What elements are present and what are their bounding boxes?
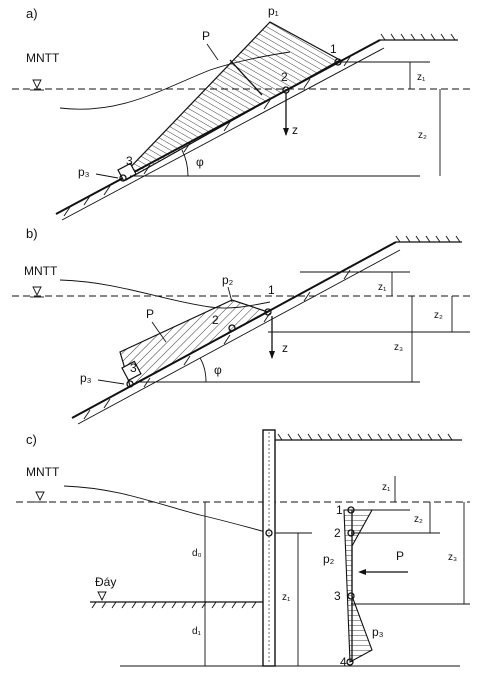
panel-c-z1-wall: z₁ [282, 592, 291, 603]
panel-b-z3: z₃ [394, 342, 403, 353]
panel-a-pressure-ridge [229, 59, 263, 96]
panel-c-bottom-label: Đáy [95, 575, 116, 589]
panel-c-z3: z₃ [448, 552, 457, 563]
panel-b-slope-hatch [83, 269, 351, 420]
panel-a-point-1-label: 1 [330, 42, 337, 56]
panel-c-p-mid: p₂ [323, 552, 335, 566]
panel-a-P: P [202, 29, 210, 43]
panel-a-crest-hatch [380, 33, 456, 41]
panel-b-water-symbol [30, 286, 44, 298]
panel-c-point-3-label: 3 [334, 589, 341, 603]
panel-a-angle-arc [181, 149, 189, 177]
panel-b-point-3 [126, 380, 134, 388]
panel-c-point-4 [346, 658, 354, 666]
panel-b-z-label: z [282, 341, 288, 355]
panel-b-pressure-diagram [119, 299, 270, 387]
panel-a-slope-hatch [63, 56, 351, 217]
panel-b: b) MNTT 1 2 3 P [12, 226, 470, 425]
panel-b-angle: φ [214, 363, 222, 377]
panel-a-point-3-label: 3 [126, 154, 133, 168]
panel-a: a) MNTT [12, 4, 470, 221]
panel-b-toe-block [121, 360, 142, 382]
panel-c-point-4-label: 4 [340, 655, 347, 669]
panel-b-p-top: p₂ [222, 273, 234, 287]
panel-b-z2: z₂ [434, 310, 443, 321]
panel-a-label: a) [26, 6, 38, 21]
panel-b-point-2 [228, 324, 236, 332]
panel-c-bottom-symbol [95, 591, 110, 603]
panel-b-label: b) [26, 226, 38, 241]
panel-b-point-3-label: 3 [130, 361, 137, 375]
panel-b-P: P [146, 307, 154, 321]
panel-c-point-1-label: 1 [336, 503, 343, 517]
panel-a-z1: z₁ [417, 72, 426, 83]
panel-b-mntt: MNTT [24, 264, 58, 278]
panel-c-z2: z₂ [414, 514, 423, 525]
panel-a-slope-inner [61, 47, 385, 221]
panel-b-slope-inner [77, 249, 401, 425]
panel-b-point-1-label: 1 [268, 283, 275, 297]
panel-a-z-label: z [292, 123, 298, 137]
panel-a-point-2-label: 2 [281, 70, 288, 84]
panel-c-z1: z₁ [382, 482, 391, 493]
panel-c-water-surface [63, 485, 267, 533]
panel-b-p-bottom: p₃ [80, 371, 92, 385]
panel-c-p-bottom: p₃ [372, 625, 384, 639]
panel-c-d1: d₁ [192, 626, 202, 637]
panel-b-z1: z₁ [378, 282, 387, 293]
panel-c: c) MNTT Đáy d₀ d₁ z₁ [16, 429, 470, 669]
panel-a-p-bottom: p₃ [78, 165, 90, 179]
panel-a-water-symbol [30, 79, 44, 91]
panel-c-wall-point [265, 529, 273, 537]
panel-a-mntt: MNTT [26, 51, 60, 65]
panel-b-angle-arc [199, 357, 207, 383]
panel-b-point-1 [264, 308, 272, 316]
panel-c-point-3 [347, 592, 355, 600]
panel-b-point-2-label: 2 [212, 313, 219, 327]
panel-c-d0: d₀ [192, 548, 202, 559]
panel-a-z2: z₂ [418, 130, 427, 141]
panel-c-P: P [396, 549, 404, 563]
panel-a-p-top: p₁ [268, 4, 279, 18]
panel-c-point-2-label: 2 [334, 526, 341, 540]
panel-c-mntt: MNTT [26, 465, 60, 479]
panel-a-angle: φ [196, 155, 204, 169]
panel-c-label: c) [26, 432, 37, 447]
panel-a-pressure-diagram [121, 21, 342, 181]
panel-c-water-symbol [33, 491, 47, 503]
panel-a-point-3 [119, 174, 127, 182]
